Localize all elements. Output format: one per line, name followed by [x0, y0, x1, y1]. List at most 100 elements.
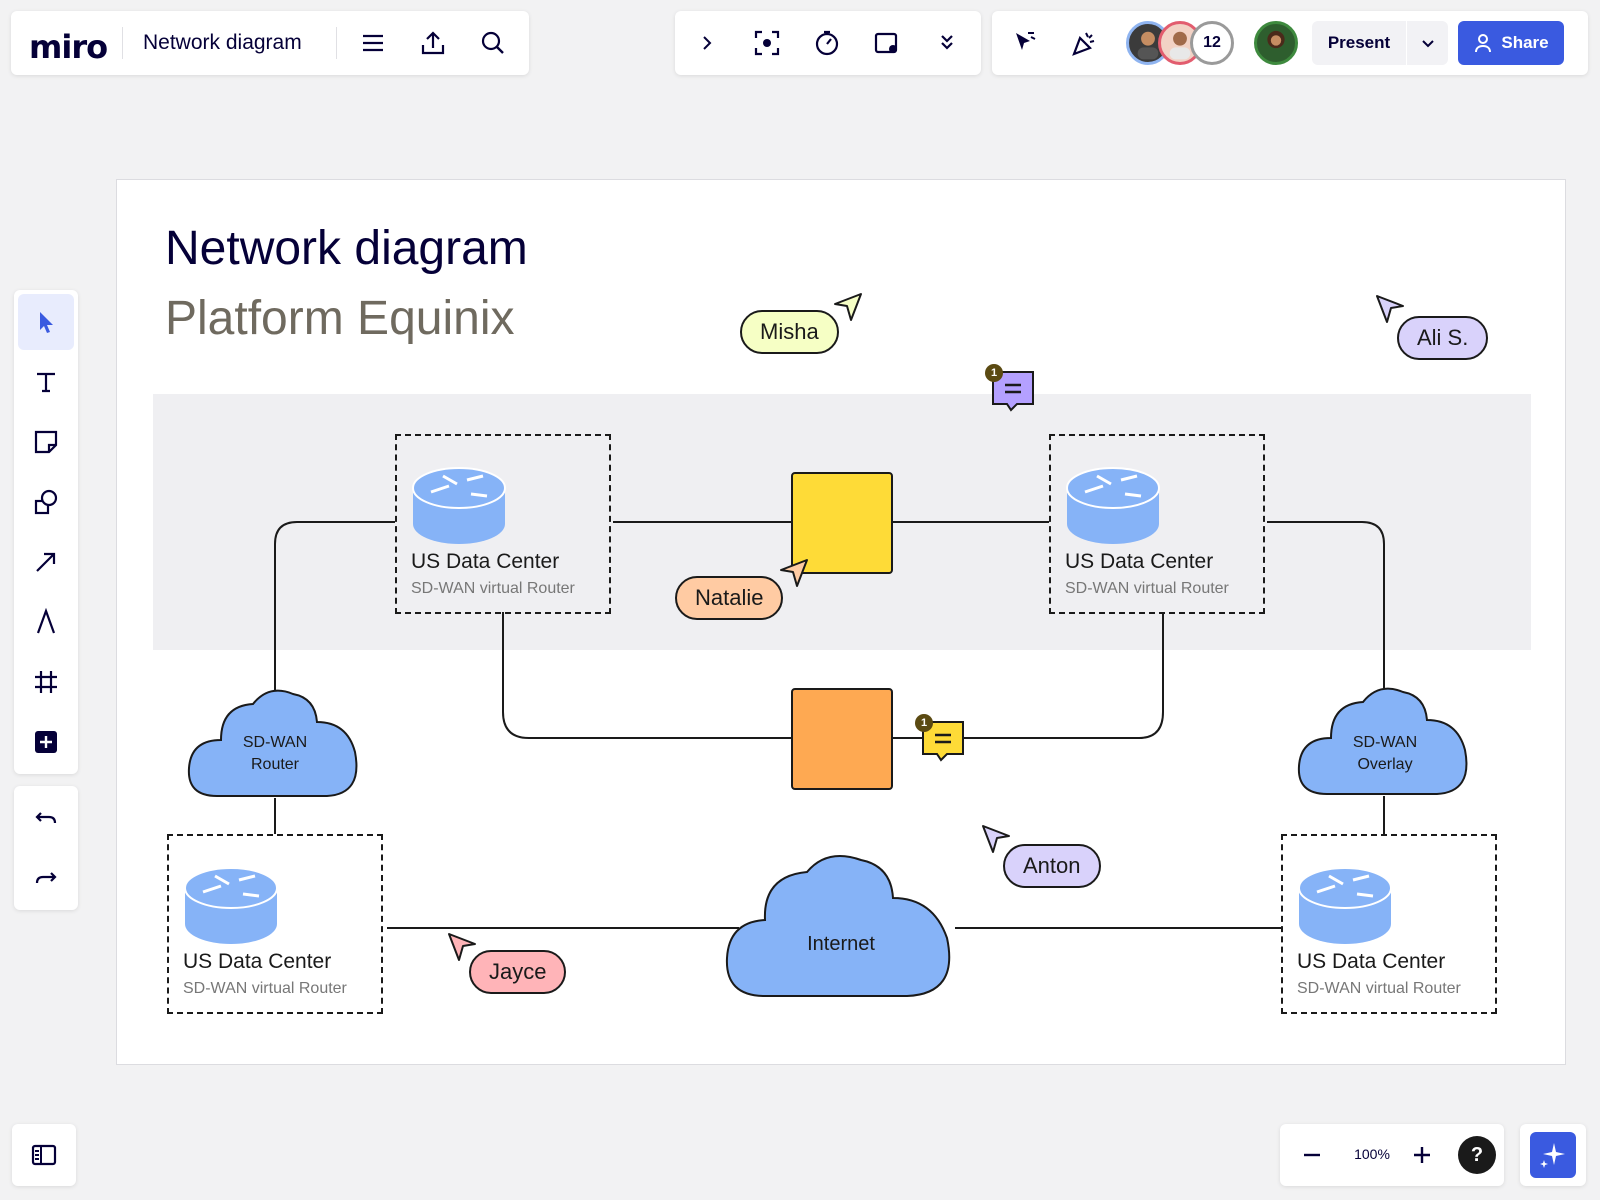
user-photo-icon — [1169, 31, 1191, 60]
reactions-button[interactable] — [1004, 23, 1044, 63]
sticky-note-yellow[interactable] — [791, 472, 893, 574]
present-label: Present — [1327, 33, 1391, 52]
redo-button[interactable] — [18, 850, 74, 906]
avatar[interactable] — [1254, 21, 1298, 65]
connector-tool[interactable] — [18, 534, 74, 590]
router-box[interactable]: US Data Center SD-WAN virtual Router — [395, 434, 611, 614]
shapes-tool[interactable] — [18, 474, 74, 530]
connector — [502, 612, 791, 739]
pen-tool[interactable] — [18, 594, 74, 650]
text-tool[interactable] — [18, 354, 74, 410]
cloud-label-line: SD-WAN — [1352, 734, 1418, 751]
internet-cloud-shape[interactable] — [723, 848, 959, 1000]
video-frame-icon — [874, 32, 898, 54]
cloud-label-line: Overlay — [1357, 756, 1413, 774]
redo-icon — [35, 872, 57, 884]
cloud-label: Internet — [807, 933, 875, 955]
frame-subtitle[interactable]: Platform Equinix — [165, 292, 515, 345]
celebrate-button[interactable] — [1064, 23, 1104, 63]
video-button[interactable] — [867, 23, 907, 63]
cursor-reactions-icon — [1016, 32, 1036, 50]
sticky-note-orange[interactable] — [791, 688, 893, 790]
more-tools-button[interactable] — [927, 23, 967, 63]
sticky-note-icon — [34, 430, 58, 454]
expand-button[interactable] — [687, 23, 727, 63]
comment-bubble[interactable]: 1 — [985, 364, 1037, 419]
router-box[interactable]: US Data Center SD-WAN virtual Router — [1049, 434, 1265, 614]
share-button[interactable]: Share — [1458, 21, 1564, 65]
focus-frame-icon — [754, 30, 780, 56]
cloud-shape[interactable] — [1297, 682, 1473, 798]
more-apps-button[interactable] — [18, 714, 74, 770]
select-tool[interactable] — [18, 294, 74, 350]
plus-icon — [1414, 1147, 1430, 1163]
router-title: US Data Center — [183, 950, 332, 973]
router-subtitle: SD-WAN virtual Router — [411, 580, 575, 597]
collaboration-toolbar — [675, 11, 981, 75]
sidebar-icon — [31, 1144, 57, 1166]
board-name[interactable]: Network diagram — [143, 31, 302, 54]
ai-assist-panel — [1520, 1124, 1586, 1186]
present-options-button[interactable] — [1407, 35, 1448, 51]
timer-button[interactable] — [807, 23, 847, 63]
cursor-arrow-icon — [448, 933, 476, 961]
frame-tool[interactable] — [18, 654, 74, 710]
shapes-icon — [34, 489, 58, 515]
zoom-in-button[interactable] — [1402, 1135, 1442, 1175]
cloud-label-line: Router — [250, 756, 300, 774]
user-photo-icon — [1267, 30, 1285, 49]
router-title: US Data Center — [411, 550, 560, 573]
comment-bubble[interactable]: 1 — [915, 714, 967, 769]
panel-toggle[interactable] — [12, 1124, 76, 1186]
cursor-label-ali: Ali S. — [1397, 316, 1489, 360]
pointer-icon — [40, 312, 53, 333]
history-toolbar — [14, 786, 78, 910]
plus-square-icon — [35, 731, 57, 753]
cursor-label-jayce: Jayce — [469, 950, 567, 994]
chevron-down-icon — [1421, 40, 1434, 48]
user-icon — [1475, 34, 1492, 53]
frame-title[interactable]: Network diagram — [165, 222, 528, 275]
minus-icon — [1304, 1153, 1320, 1157]
cloud-label: SD-WAN Overlay — [1317, 732, 1453, 777]
cloud-shape[interactable] — [187, 684, 363, 800]
upload-icon — [421, 31, 445, 55]
collaborator-count[interactable]: 12 — [1190, 21, 1234, 65]
user-photo-icon — [1137, 31, 1159, 60]
cursor-label-misha: Misha — [740, 310, 839, 354]
zoom-level[interactable]: 100% — [1354, 1146, 1390, 1162]
cursor-arrow-icon — [982, 825, 1010, 853]
timer-icon — [815, 30, 839, 56]
focus-button[interactable] — [747, 23, 787, 63]
router-title: US Data Center — [1065, 550, 1214, 573]
cursor-arrow-icon — [780, 559, 808, 587]
undo-button[interactable] — [18, 790, 74, 846]
creation-toolbar — [14, 290, 78, 774]
sticky-note-tool[interactable] — [18, 414, 74, 470]
sharing-toolbar: 12 Present Share — [992, 11, 1588, 75]
router-box[interactable]: US Data Center SD-WAN virtual Router — [1281, 834, 1497, 1014]
router-icon — [412, 467, 506, 544]
present-button[interactable]: Present — [1312, 21, 1448, 65]
board-frame[interactable]: Network diagram Platform Equinix US Data… — [116, 179, 1566, 1065]
export-button[interactable] — [413, 23, 453, 63]
sidebar-toggle-button[interactable] — [24, 1135, 64, 1175]
frame-icon — [35, 671, 57, 693]
search-button[interactable] — [473, 23, 513, 63]
connector — [893, 612, 1164, 739]
party-popper-icon — [1072, 32, 1095, 56]
miro-logo[interactable]: miro — [29, 28, 108, 66]
router-box[interactable]: US Data Center SD-WAN virtual Router — [167, 834, 383, 1014]
board-header: miro Network diagram — [11, 11, 529, 75]
menu-button[interactable] — [353, 23, 393, 63]
router-subtitle: SD-WAN virtual Router — [1297, 980, 1461, 997]
divider — [336, 27, 337, 59]
chevron-right-icon — [703, 36, 712, 50]
help-button[interactable]: ? — [1458, 1136, 1496, 1174]
comment-icon — [922, 721, 964, 762]
zoom-out-button[interactable] — [1292, 1135, 1332, 1175]
connector — [274, 521, 395, 690]
ai-assist-button[interactable] — [1530, 1132, 1576, 1178]
comment-count: 1 — [915, 714, 933, 732]
router-subtitle: SD-WAN virtual Router — [1065, 580, 1229, 597]
